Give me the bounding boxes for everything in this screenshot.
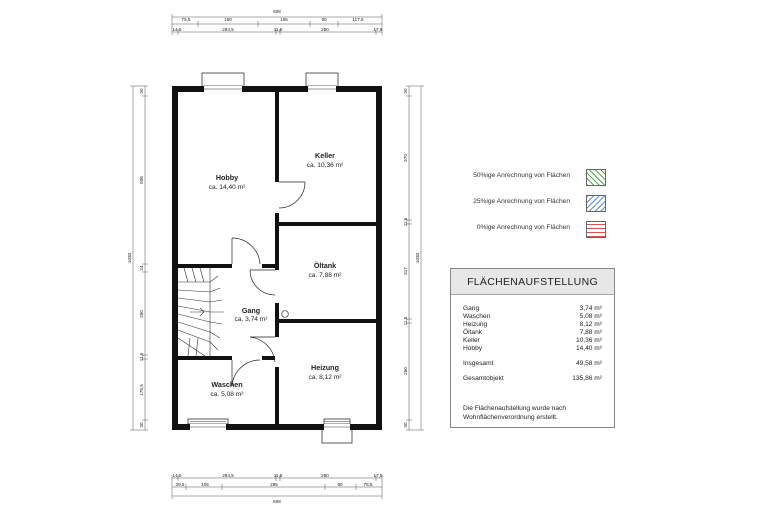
right-dimensions: 30 370 11,5 317 11,5 260 30 1030 xyxy=(403,85,424,431)
left-dim-label: 30 xyxy=(139,422,144,428)
summary-row-value: 8,12 m² xyxy=(579,321,602,328)
bottom-dim-label: 284,5 xyxy=(222,473,234,478)
right-dim-label: 317 xyxy=(403,267,408,275)
room-gang-name: Gang xyxy=(242,306,260,315)
bottom-dim-label: 17,5 xyxy=(374,473,383,478)
doors xyxy=(231,181,306,387)
left-dim-label: 30 xyxy=(139,88,144,94)
bottom-dim-label: 14,5 xyxy=(173,473,182,478)
summary-row: Keller 10,36 m² xyxy=(463,337,602,345)
room-hobby-area: ca. 14,40 m² xyxy=(209,184,246,191)
light-wells xyxy=(187,72,353,444)
room-waschen-name: Waschen xyxy=(211,380,242,389)
left-dim-label: 178,5 xyxy=(139,384,144,396)
summary-total-value: 49,58 m² xyxy=(575,360,602,367)
summary-row: Heizung 8,12 m² xyxy=(463,321,602,329)
summary-total-row: Insgesamt 49,58 m² xyxy=(463,360,602,368)
legend-item-50: 50%ige Anrechnung von Flächen xyxy=(446,169,606,187)
legend-item-0: 0%ige Anrechnung von Flächen xyxy=(446,221,606,239)
right-dim-label: 30 xyxy=(403,88,408,94)
room-oeltank-area: ca. 7,88 m² xyxy=(309,272,343,279)
summary-row-value: 14,40 m² xyxy=(575,345,602,352)
summary-object-row: Gesamtobjekt 135,86 m² xyxy=(463,375,602,383)
summary-row: Öltank 7,88 m² xyxy=(463,329,602,337)
summary-row-label: Keller xyxy=(463,337,480,344)
hatch-swatch-icon xyxy=(586,195,606,212)
bottom-total-label: 608 xyxy=(273,499,281,504)
top-dim-label: 75,5 xyxy=(182,17,191,22)
legend-label: 25%ige Anrechnung von Flächen xyxy=(473,198,570,205)
right-dim-label: 260 xyxy=(403,367,408,375)
summary-row-value: 7,88 m² xyxy=(579,329,602,336)
walls xyxy=(172,86,382,430)
top-dim-label: 284,5 xyxy=(222,27,234,32)
summary-total-label: Insgesamt xyxy=(463,360,494,367)
bottom-dimensions: 14,5 284,5 11,5 280 17,5 39,5 105 295 90… xyxy=(171,473,383,504)
room-heizung-area: ca. 8,12 m² xyxy=(309,374,343,381)
legend-label: 50%ige Anrechnung von Flächen xyxy=(473,172,570,179)
left-dim-label: 506 xyxy=(139,176,144,184)
bottom-dim-label: 295 xyxy=(270,482,278,487)
room-heizung-name: Heizung xyxy=(311,363,339,372)
left-total-label: 1030 xyxy=(127,252,132,263)
summary-row-value: 3,74 m² xyxy=(579,305,602,312)
right-dim-label: 30 xyxy=(403,422,408,428)
summary-object-value: 135,86 m² xyxy=(572,375,602,382)
summary-row-label: Heizung xyxy=(463,321,488,328)
hatch-swatch-icon xyxy=(586,221,606,238)
summary-row-label: Waschen xyxy=(463,313,491,320)
top-total-label: 608 xyxy=(273,9,281,14)
top-dimensions: 608 75,5 160 165 90 117,5 14,5 284,5 11,… xyxy=(171,9,383,35)
top-dim-label: 14,5 xyxy=(173,27,182,32)
left-dimensions: 1030 30 506 24 250 11,5 178,5 30 xyxy=(127,85,148,431)
room-oeltank-name: Öltank xyxy=(314,261,336,270)
room-waschen-area: ca. 5,08 m² xyxy=(211,391,245,398)
top-dim-label: 17,5 xyxy=(374,27,383,32)
hatch-swatch-icon xyxy=(586,169,606,186)
top-dim-label: 280 xyxy=(321,27,329,32)
summary-row-value: 5,08 m² xyxy=(579,313,602,320)
floor-drain-icon xyxy=(281,310,289,318)
bottom-dim-label: 105 xyxy=(201,482,209,487)
room-gang-area: ca. 3,74 m² xyxy=(235,316,269,323)
summary-note: Die Flächenaufstellung wurde nach Wohnfl… xyxy=(463,405,566,421)
bottom-dim-label: 280 xyxy=(321,473,329,478)
summary-row: Gang 3,74 m² xyxy=(463,305,602,313)
top-dim-label: 165 xyxy=(280,17,288,22)
staircase xyxy=(177,267,224,357)
right-dim-label: 370 xyxy=(403,154,408,162)
room-keller-name: Keller xyxy=(315,151,335,160)
top-dim-label: 90 xyxy=(321,17,327,22)
summary-object-label: Gesamtobjekt xyxy=(463,375,504,382)
top-dim-label: 117,5 xyxy=(352,17,364,22)
right-dim-label: 11,5 xyxy=(403,316,408,325)
left-dim-label: 11,5 xyxy=(139,352,144,361)
top-dim-label: 160 xyxy=(224,17,232,22)
legend-label: 0%ige Anrechnung von Flächen xyxy=(476,224,570,231)
summary-row-value: 10,36 m² xyxy=(575,337,602,344)
summary-row-label: Öltank xyxy=(463,329,483,336)
left-dim-label: 24 xyxy=(139,265,144,271)
left-dim-label: 250 xyxy=(139,310,144,318)
bottom-dim-label: 78,5 xyxy=(364,482,373,487)
summary-row: Hobby 14,40 m² xyxy=(463,345,602,353)
top-dim-label: 11,5 xyxy=(274,27,283,32)
bottom-dim-label: 11,5 xyxy=(274,473,283,478)
area-summary-table: FLÄCHENAUFSTELLUNG Gang 3,74 m² Waschen … xyxy=(450,268,615,428)
legend-item-25: 25%ige Anrechnung von Flächen xyxy=(446,195,606,213)
right-dim-label: 11,5 xyxy=(403,217,408,226)
summary-row-label: Hobby xyxy=(463,345,483,352)
bottom-dim-label: 90 xyxy=(337,482,343,487)
summary-row: Waschen 5,08 m² xyxy=(463,313,602,321)
room-keller-area: ca. 10,36 m² xyxy=(307,162,344,169)
summary-row-label: Gang xyxy=(463,305,480,312)
room-hobby-name: Hobby xyxy=(216,173,238,182)
right-total-label: 1030 xyxy=(415,252,420,263)
summary-title: FLÄCHENAUFSTELLUNG xyxy=(451,269,614,295)
bottom-dim-label: 39,5 xyxy=(176,482,185,487)
